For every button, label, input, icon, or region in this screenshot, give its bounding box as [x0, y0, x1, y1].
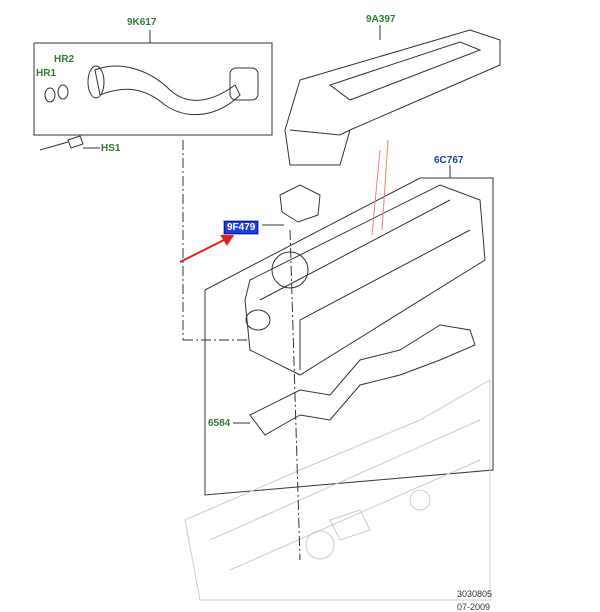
label-hose[interactable]: 9K617 [127, 17, 157, 28]
hose-callout-box [33, 42, 273, 136]
label-gasket[interactable]: 6584 [208, 418, 231, 429]
label-hr1[interactable]: HR1 [36, 68, 57, 79]
label-valve-cover[interactable]: 6C767 [434, 155, 464, 166]
hose-connector [229, 67, 259, 101]
cylinder-head-part [184, 379, 491, 601]
reference-number: 3030805 [457, 589, 493, 599]
label-hr2[interactable]: HR2 [54, 54, 75, 65]
label-sensor-highlighted[interactable]: 9F479 [222, 220, 260, 235]
insulator-cover-part [284, 29, 501, 166]
label-hs1[interactable]: HS1 [101, 143, 121, 154]
gasket-part [249, 324, 476, 436]
label-cover-insulator[interactable]: 9A397 [366, 14, 396, 25]
sensor-part [279, 184, 321, 223]
hose-part [94, 65, 241, 116]
reference-date: 07-2009 [457, 602, 491, 612]
valve-cover-part [244, 184, 486, 376]
pointer-arrow [179, 233, 235, 263]
